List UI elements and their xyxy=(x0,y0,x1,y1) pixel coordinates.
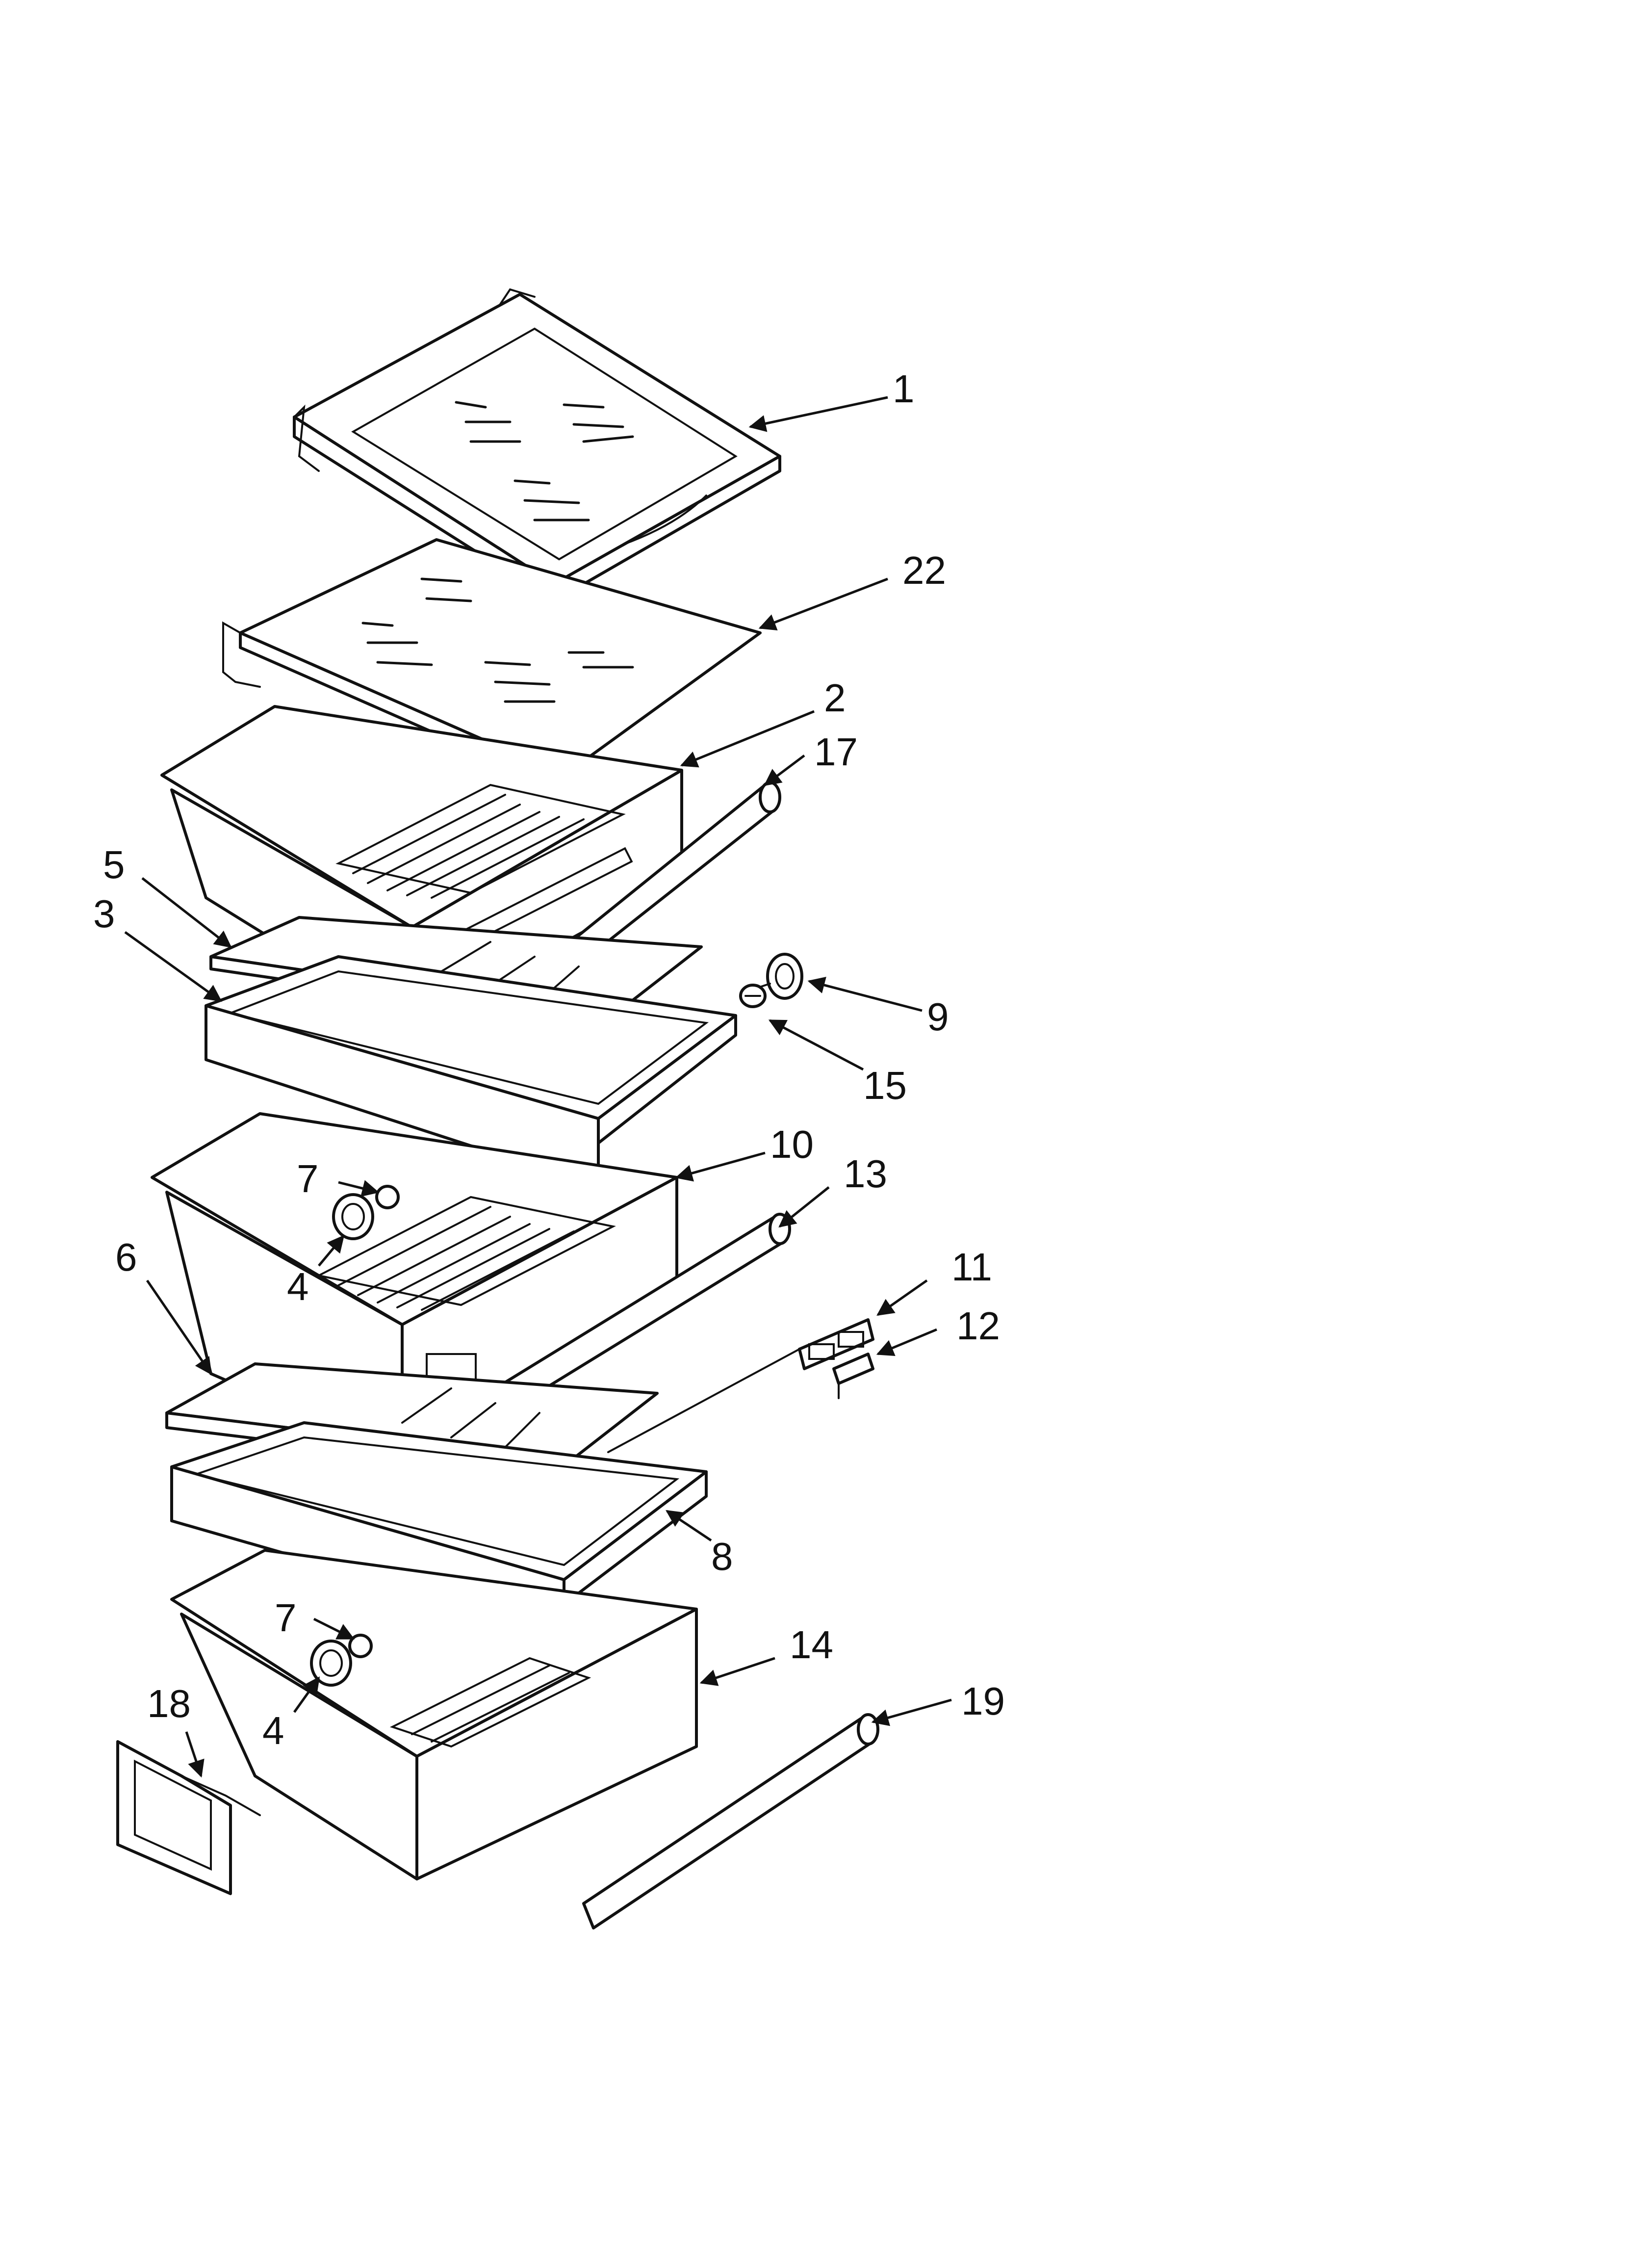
part-9-roller xyxy=(754,953,803,1000)
callout-6: 6 xyxy=(115,1235,137,1279)
callout-8: 8 xyxy=(711,1535,733,1578)
shelf-glass-hatching xyxy=(455,401,634,521)
part-18-label-holder xyxy=(116,1740,261,1895)
part-3-shelf-frame xyxy=(205,955,737,1189)
callout-13: 13 xyxy=(844,1152,887,1196)
callout-17: 17 xyxy=(814,730,858,774)
part-1-shelf-frame xyxy=(293,288,781,602)
part-15-screw xyxy=(739,984,767,1008)
callout-4-upper: 4 xyxy=(287,1265,309,1308)
part-14-crisper-drawer xyxy=(170,1549,698,1880)
callout-15: 15 xyxy=(863,1064,907,1107)
callout-2: 2 xyxy=(824,676,846,720)
part-4-upper-roller-wheel xyxy=(332,1193,374,1240)
callout-labels: 1 22 2 17 5 3 9 15 10 13 7 4 6 11 12 8 7… xyxy=(93,367,1005,1752)
part-7-lower-roller-stud xyxy=(348,1634,373,1658)
callout-22: 22 xyxy=(902,548,946,592)
callout-19: 19 xyxy=(961,1679,1005,1723)
part-12-clip xyxy=(832,1353,874,1399)
callout-9: 9 xyxy=(927,995,949,1039)
part-4-lower-roller-wheel xyxy=(310,1640,352,1687)
callout-12: 12 xyxy=(956,1304,1000,1348)
callout-4-lower: 4 xyxy=(262,1709,284,1752)
callout-1: 1 xyxy=(893,367,915,411)
callout-18: 18 xyxy=(147,1682,191,1725)
callout-7-upper: 7 xyxy=(297,1157,319,1200)
part-11-clip xyxy=(798,1318,874,1370)
callout-7-lower: 7 xyxy=(275,1596,297,1640)
callout-14: 14 xyxy=(790,1623,833,1667)
callout-3: 3 xyxy=(93,892,115,936)
leader-lines xyxy=(124,396,952,1778)
callout-10: 10 xyxy=(770,1122,814,1166)
callout-5: 5 xyxy=(103,843,125,886)
part-7-upper-roller-stud xyxy=(375,1185,400,1209)
callout-11: 11 xyxy=(951,1245,992,1289)
